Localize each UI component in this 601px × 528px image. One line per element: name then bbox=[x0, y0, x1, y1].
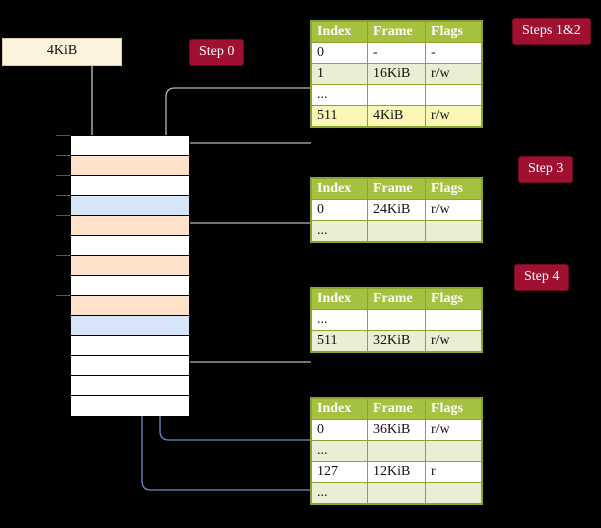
cell-flags bbox=[425, 220, 482, 242]
cell-index: 0 bbox=[311, 199, 368, 221]
memory-row-tick bbox=[56, 255, 70, 256]
column-header-index: Index bbox=[311, 178, 368, 200]
memory-row-tick bbox=[56, 195, 70, 196]
cell-index: ... bbox=[311, 220, 368, 242]
column-header-flags: Flags bbox=[425, 288, 482, 310]
column-header-index: Index bbox=[311, 288, 368, 310]
memory-frame-row bbox=[71, 176, 189, 196]
cell-frame: 24KiB bbox=[367, 199, 426, 221]
memory-frame-row bbox=[71, 296, 189, 316]
connector-step4 bbox=[176, 292, 311, 363]
memory-frame-row bbox=[71, 396, 189, 416]
connector-step3 bbox=[176, 222, 311, 266]
memory-frame-row bbox=[71, 376, 189, 396]
cell-index: ... bbox=[311, 84, 368, 106]
memory-frame-row bbox=[71, 236, 189, 256]
cell-flags: r/w bbox=[425, 63, 482, 85]
cell-flags: r/w bbox=[425, 330, 482, 352]
step-badge-step3: Step 3 bbox=[519, 157, 573, 182]
table-row[interactable]: 0-- bbox=[311, 42, 482, 64]
cell-frame: 12KiB bbox=[367, 461, 426, 483]
cell-flags: r/w bbox=[425, 199, 482, 221]
table-row[interactable]: ... bbox=[311, 84, 482, 106]
memory-frame-row bbox=[71, 256, 189, 276]
cell-frame: 16KiB bbox=[367, 63, 426, 85]
cell-index: 0 bbox=[311, 419, 368, 441]
memory-frame-row bbox=[71, 276, 189, 296]
cell-frame bbox=[367, 309, 426, 331]
memory-frame-row bbox=[71, 136, 189, 156]
cell-index: 511 bbox=[311, 330, 368, 352]
cell-flags bbox=[425, 84, 482, 106]
cell-frame bbox=[367, 482, 426, 504]
cell-frame: 36KiB bbox=[367, 419, 426, 441]
table-row[interactable]: ... bbox=[311, 220, 482, 242]
cell-index: 127 bbox=[311, 461, 368, 483]
memory-frame-row bbox=[71, 196, 189, 216]
column-header-index: Index bbox=[311, 21, 368, 43]
column-header-index: Index bbox=[311, 398, 368, 420]
memory-frame-row bbox=[71, 216, 189, 236]
memory-row-tick bbox=[56, 135, 70, 136]
memory-row-tick bbox=[56, 215, 70, 216]
cell-frame bbox=[367, 220, 426, 242]
cell-index: 1 bbox=[311, 63, 368, 85]
column-header-flags: Flags bbox=[425, 178, 482, 200]
virtual-page-label: 4KiB bbox=[46, 43, 78, 58]
cell-index: ... bbox=[311, 482, 368, 504]
cell-flags: r/w bbox=[425, 419, 482, 441]
cell-frame: - bbox=[367, 42, 426, 64]
memory-row-tick bbox=[56, 295, 70, 296]
cell-flags bbox=[425, 482, 482, 504]
cell-flags: r/w bbox=[425, 105, 482, 127]
table-row[interactable]: ... bbox=[311, 482, 482, 504]
step-badge-steps12: Steps 1&2 bbox=[513, 19, 590, 44]
memory-frame-row bbox=[71, 336, 189, 356]
column-header-frame: Frame bbox=[367, 21, 426, 43]
column-header-flags: Flags bbox=[425, 398, 482, 420]
memory-frame-row bbox=[71, 356, 189, 376]
column-header-frame: Frame bbox=[367, 178, 426, 200]
column-header-flags: Flags bbox=[425, 21, 482, 43]
cell-flags bbox=[425, 440, 482, 462]
cell-flags bbox=[425, 309, 482, 331]
cell-index: ... bbox=[311, 309, 368, 331]
memory-frame-row bbox=[71, 156, 189, 176]
cell-index: 0 bbox=[311, 42, 368, 64]
memory-frame-row bbox=[71, 316, 189, 336]
cell-frame: 4KiB bbox=[367, 105, 426, 127]
table-row[interactable]: ... bbox=[311, 309, 482, 331]
cell-index: 511 bbox=[311, 105, 368, 127]
cell-frame bbox=[367, 440, 426, 462]
step-badge-step4: Step 4 bbox=[515, 265, 569, 290]
cell-flags: - bbox=[425, 42, 482, 64]
cell-frame bbox=[367, 84, 426, 106]
step-badge-step0: Step 0 bbox=[190, 40, 244, 65]
cell-index: ... bbox=[311, 440, 368, 462]
cell-frame: 32KiB bbox=[367, 330, 426, 352]
physical-memory-column bbox=[70, 135, 190, 416]
column-header-frame: Frame bbox=[367, 288, 426, 310]
virtual-page-box: 4KiB bbox=[2, 38, 122, 66]
column-header-frame: Frame bbox=[367, 398, 426, 420]
memory-row-tick bbox=[56, 175, 70, 176]
cell-flags: r bbox=[425, 461, 482, 483]
table-row[interactable]: ... bbox=[311, 440, 482, 462]
memory-row-tick bbox=[56, 155, 70, 156]
